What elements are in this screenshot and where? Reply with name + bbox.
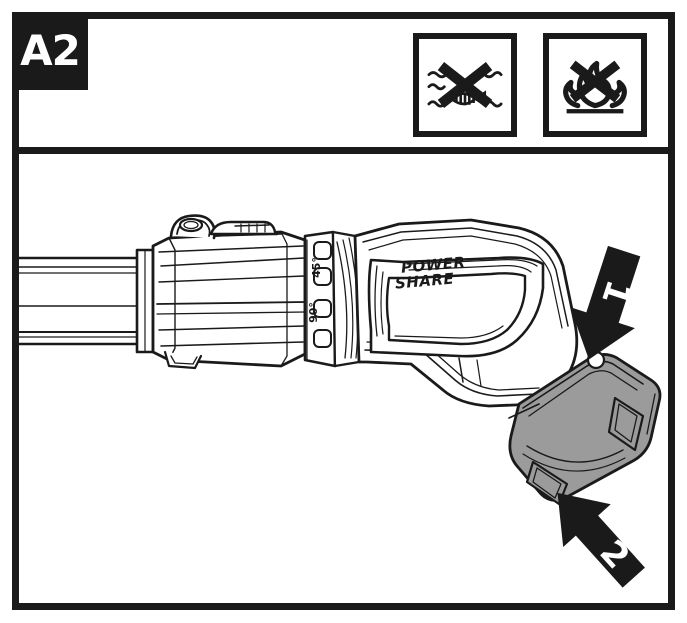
angle-mark-45: 45°: [309, 257, 323, 278]
housing-foot: [163, 350, 203, 370]
motor-housing: [151, 230, 307, 368]
step-arrow-1: 1: [570, 245, 641, 360]
handle-grip: [367, 256, 545, 358]
trigger-seam: [458, 357, 482, 387]
shaft-collar: [135, 248, 155, 354]
battery-rail: [508, 403, 540, 437]
hanger-hook: [169, 214, 216, 240]
branding-line-2: SHARE: [394, 269, 455, 293]
header-divider: [12, 147, 675, 154]
tool-shaft: [19, 256, 141, 346]
angle-adjust-collar: [303, 230, 337, 368]
tool-illustration: 1 2 POWER SHARE 45° 90°: [19, 154, 668, 603]
no-fire-icon: [543, 33, 647, 137]
figure-tag: A2: [12, 12, 88, 90]
figure-tag-label: A2: [20, 26, 81, 75]
warning-icon-group: [413, 33, 659, 139]
battery-pack: [508, 353, 662, 506]
no-water-fish-icon: [413, 33, 517, 137]
lock-off-switch: [209, 220, 282, 237]
angle-mark-90: 90°: [306, 302, 320, 323]
